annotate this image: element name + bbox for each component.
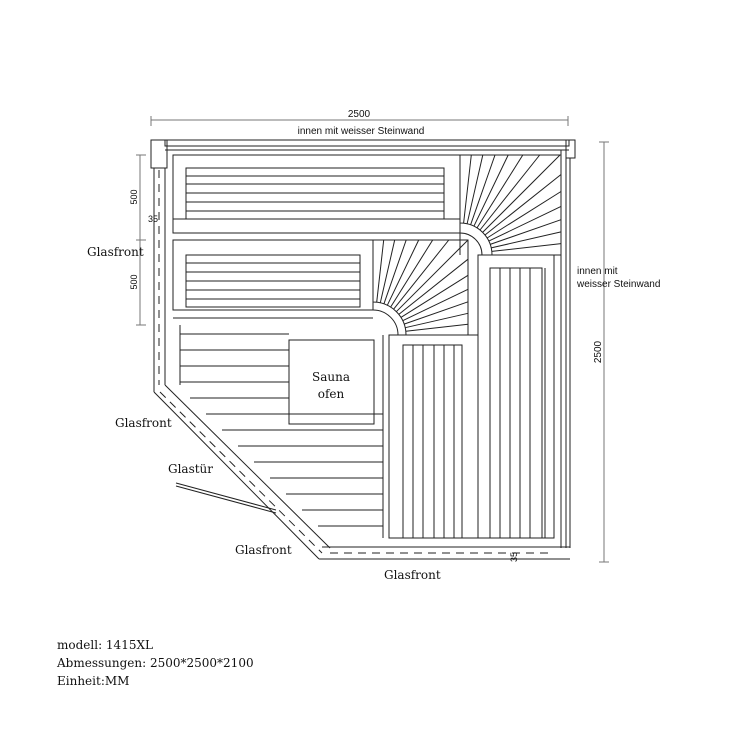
fan-slat — [488, 205, 562, 242]
dimension-small-bottom-label: 35 — [509, 552, 519, 562]
right-bench — [477, 254, 555, 539]
fan-slat — [470, 154, 496, 225]
fan-slat — [491, 231, 562, 249]
fan-slat — [484, 174, 562, 236]
fan-slat — [386, 239, 420, 306]
glass-door-label: Glastür — [168, 462, 213, 476]
left-glass-wall — [153, 168, 166, 392]
dimension-small-left-label: 35 — [148, 214, 158, 224]
unit-line: Einheit:MM — [57, 674, 130, 688]
dimension-top-label: 2500 — [348, 109, 371, 120]
glass-bottom-label: Glasfront — [384, 568, 441, 582]
fan-slat — [383, 239, 407, 305]
fan-slat — [403, 301, 469, 325]
top-wall-note: innen mit weisser Steinwand — [298, 126, 425, 137]
fan-slat — [398, 258, 469, 315]
stove-label-line1: Sauna — [312, 370, 350, 384]
glass-bottom-left-label: Glasfront — [235, 543, 292, 557]
fan-slat — [395, 239, 469, 313]
fan-slat — [405, 323, 469, 332]
dimension-left-lower-label: 500 — [129, 274, 139, 289]
fan-slat — [479, 154, 541, 231]
upper-bench — [172, 154, 461, 234]
dimension-right-label: 2500 — [593, 340, 604, 363]
fan-slat — [491, 243, 562, 252]
fan-slat — [486, 191, 562, 239]
fan-slat — [393, 239, 450, 310]
fan-slat — [379, 239, 396, 303]
diagonal-glass-wall — [153, 384, 331, 560]
upper-corner-fan — [459, 154, 562, 256]
dimensions-line: Abmessungen: 2500*2500*2100 — [57, 656, 254, 670]
dimension-left — [136, 154, 146, 326]
sauna-stove — [288, 339, 375, 425]
stove-label-line2: ofen — [318, 387, 345, 401]
fan-slat — [400, 274, 469, 318]
lower-middle-bench — [388, 334, 554, 539]
fan-slat — [466, 154, 484, 224]
middle-bench — [172, 239, 374, 319]
top-wall — [164, 139, 570, 151]
fan-slat — [490, 219, 562, 245]
glass-left-label: Glasfront — [87, 245, 144, 259]
fan-slat — [402, 288, 469, 322]
glass-diagonal-label: Glasfront — [115, 416, 172, 430]
right-wall-note-line1: innen mit — [577, 266, 618, 277]
fan-slat — [376, 239, 385, 303]
corner-post-top-left — [150, 139, 168, 169]
right-wall — [560, 150, 571, 548]
model-line: modell: 1415XL — [57, 638, 153, 652]
fan-slat — [476, 154, 524, 229]
dimension-top — [150, 116, 569, 126]
fan-slat — [482, 154, 561, 233]
corner-post-top-right — [565, 139, 576, 159]
middle-corner-fan — [372, 239, 469, 336]
fan-slat — [463, 154, 472, 224]
fan-slat — [473, 154, 509, 227]
specification-block: modell: 1415XL Abmessungen: 2500*2500*21… — [57, 636, 254, 690]
floor-grating — [179, 325, 384, 538]
right-wall-note-line2: weisser Steinwand — [576, 279, 660, 290]
dimension-right — [599, 141, 609, 563]
fan-slat — [390, 239, 434, 308]
bottom-glass-wall — [319, 546, 570, 560]
fan-slat — [405, 312, 469, 329]
glass-door — [175, 482, 277, 514]
dimension-left-upper-label: 500 — [129, 189, 139, 204]
